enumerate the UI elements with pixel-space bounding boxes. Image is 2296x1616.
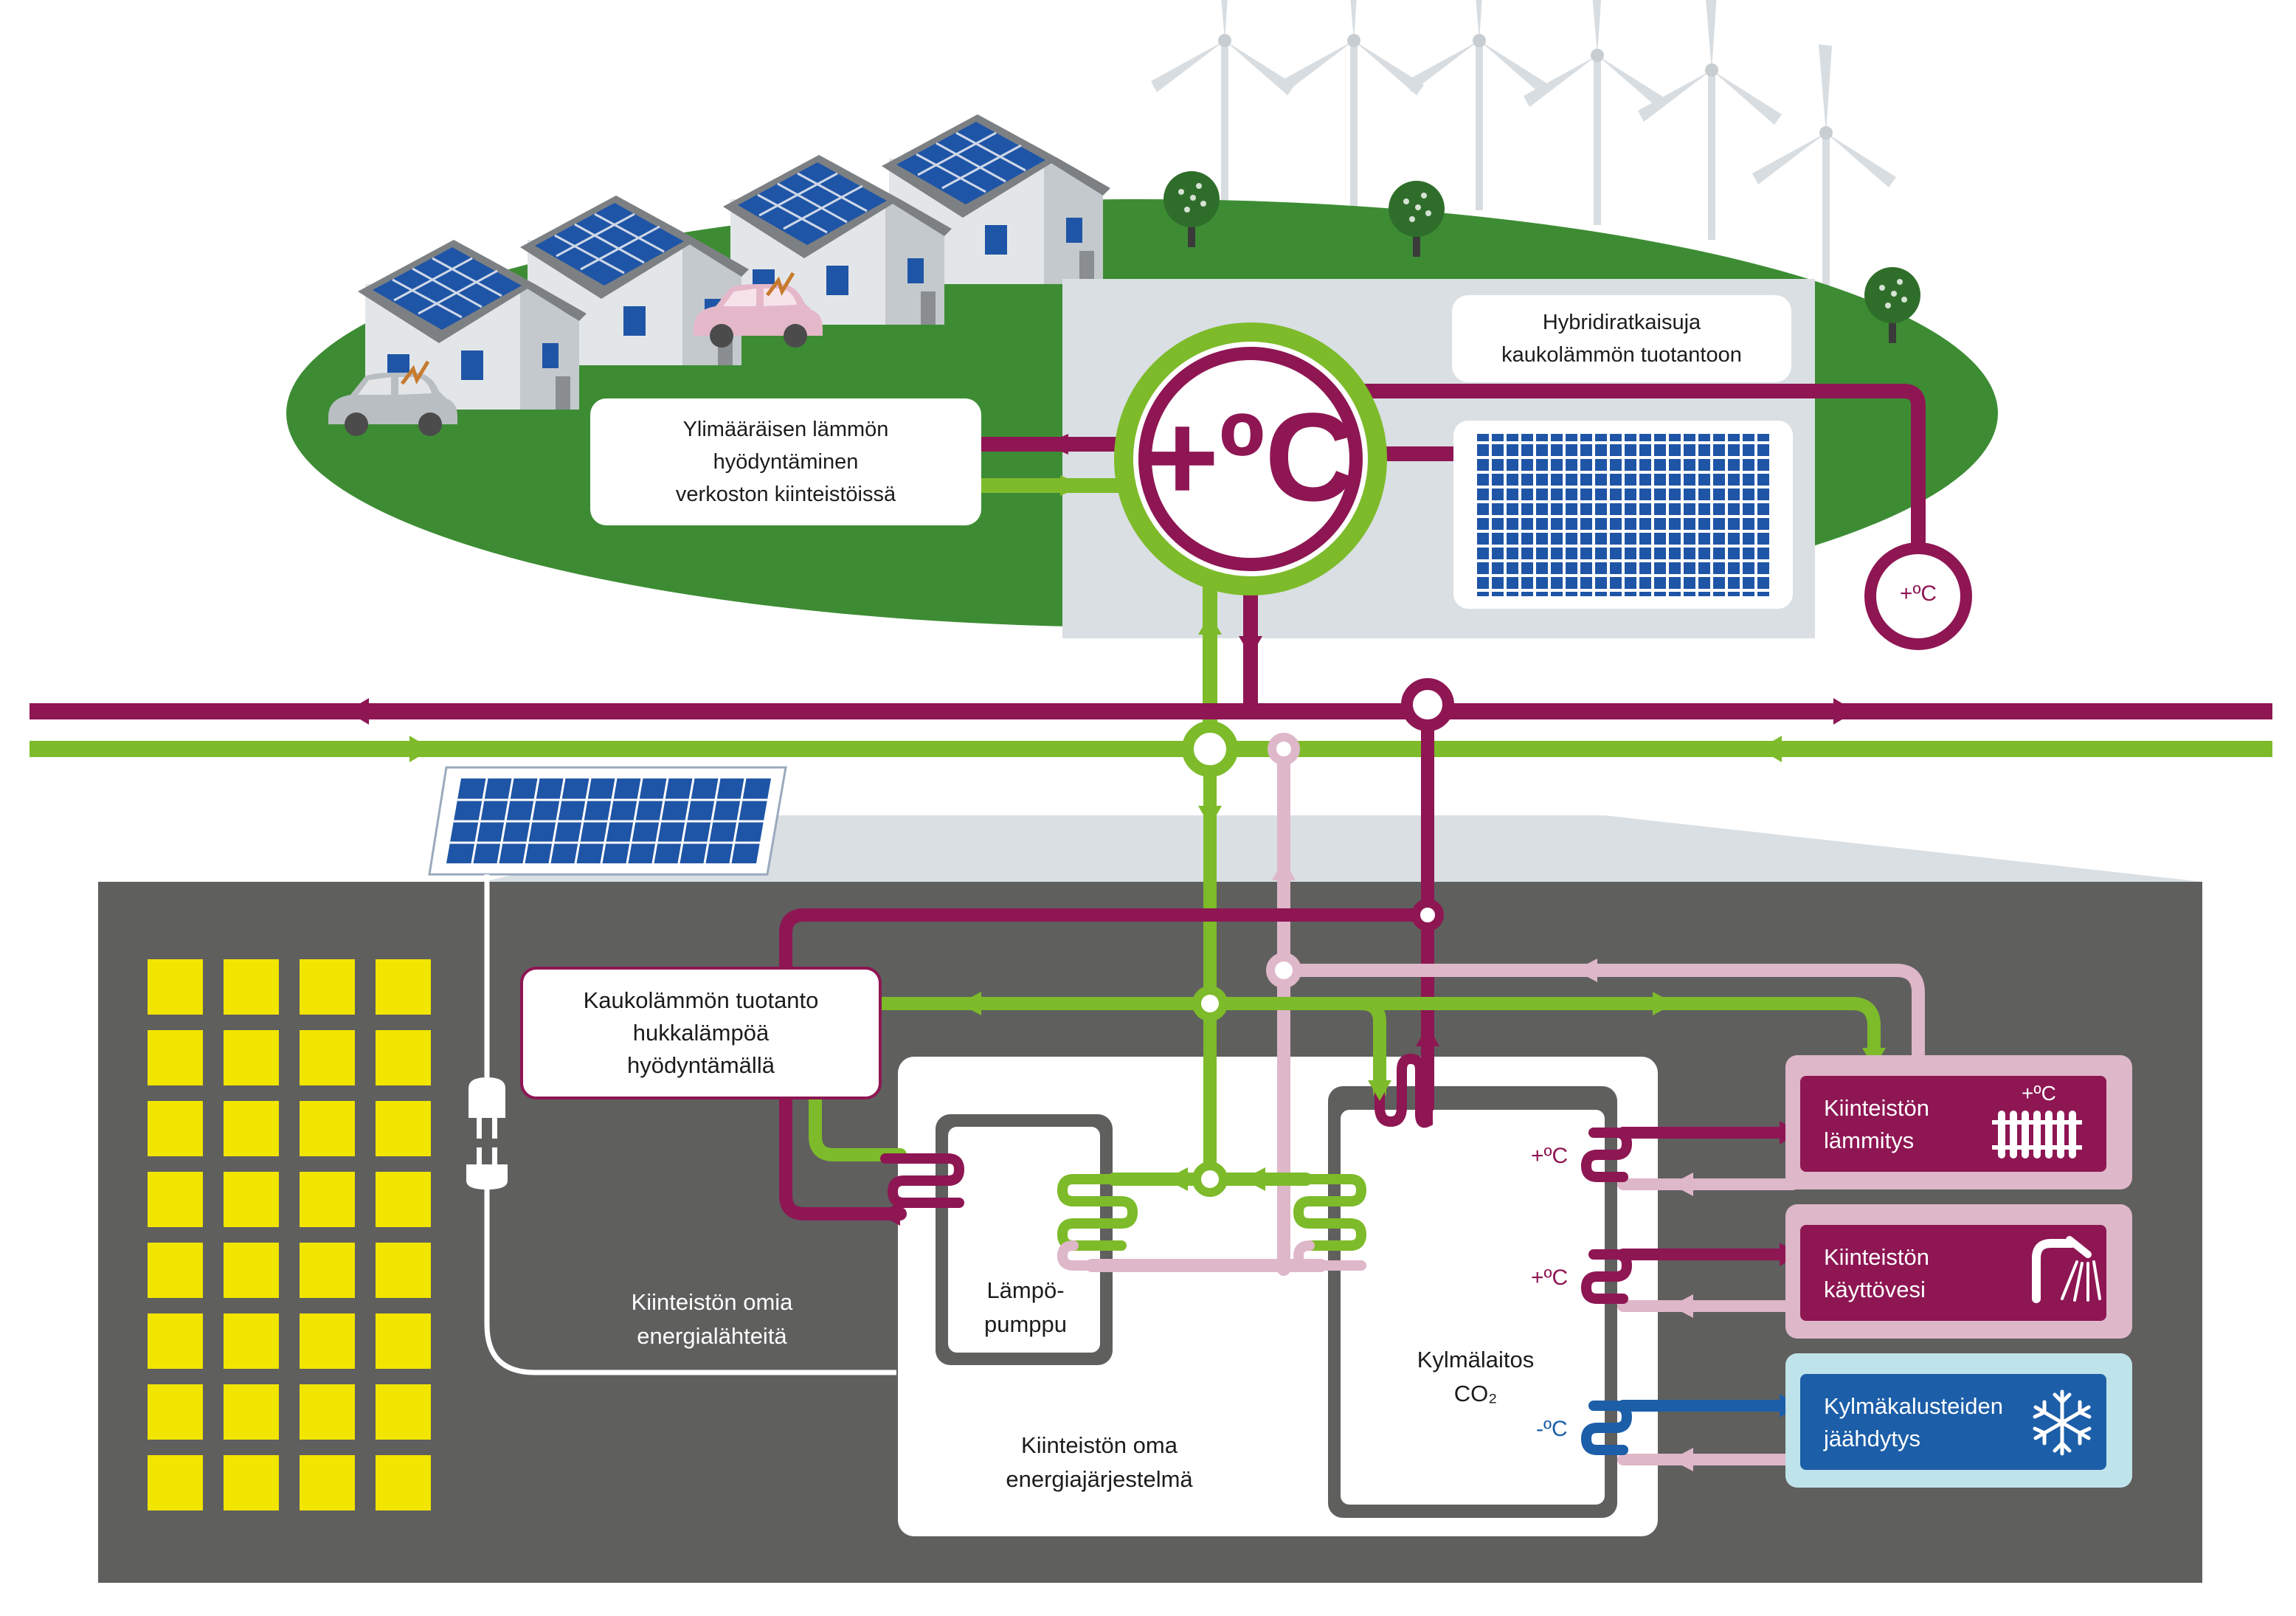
radiator-icon	[1992, 1111, 2082, 1159]
water-temp-label: +ºC	[1531, 1265, 1569, 1290]
refrigeration-label: Kylmälaitos CO₂	[1387, 1343, 1564, 1411]
snowflake-icon	[2033, 1389, 2092, 1456]
hot-water-line-1: Kiinteistön	[1824, 1244, 1930, 1270]
own-energy-system-label: Kiinteistön oma energiajärjestelmä	[952, 1429, 1247, 1496]
cooling-line-1: Kylmäkalusteiden	[1824, 1393, 2003, 1419]
own-sources-line-1: Kiinteistön omia	[631, 1289, 793, 1315]
heat-production-circle	[1114, 322, 1387, 595]
excess-heat-label: Ylimääräisen lämmön hyödyntäminen verkos…	[590, 398, 981, 525]
cooling-line-2: jäähdytys	[1824, 1426, 1920, 1451]
wind-turbine-icon	[1638, 0, 1782, 240]
flow-arrows	[878, 806, 1886, 1471]
cooling-temp-label: -ºC	[1536, 1417, 1568, 1441]
shower-icon	[2032, 1236, 2101, 1303]
hybrid-line-1: Hybridiratkaisuja	[1542, 311, 1701, 334]
heating-temp-label: +ºC	[1531, 1144, 1569, 1168]
wind-turbine-icon	[1405, 0, 1549, 210]
heating-service-label: Kiinteistön lämmitys	[1824, 1092, 1929, 1157]
service-cooling	[1785, 1353, 2132, 1488]
district-heating-grid	[30, 698, 2272, 762]
cars	[328, 272, 823, 436]
small-temp-circle	[1864, 542, 1972, 650]
wind-turbine-icon	[1280, 0, 1424, 210]
own-sources-line-2: energialähteitä	[637, 1323, 787, 1349]
refrigeration-line-2: CO₂	[1453, 1381, 1498, 1406]
power-cable	[484, 874, 896, 1375]
hybrid-solutions-label: Hybridiratkaisuja kaukolämmön tuotantoon	[1452, 295, 1791, 382]
wind-turbine-icon	[1752, 44, 1896, 303]
production-line-1: Kaukolämmön tuotanto	[583, 987, 819, 1013]
hot-water-service-label: Kiinteistön käyttövesi	[1824, 1241, 1929, 1306]
excess-heat-line-1: Ylimääräisen lämmön	[682, 418, 889, 441]
small-temp-label: +ºC	[1899, 581, 1937, 606]
hybrid-line-2: kaukolämmön tuotantoon	[1501, 343, 1742, 367]
refrigeration-line-1: Kylmälaitos	[1417, 1347, 1535, 1372]
production-line-2: hukkalämpöä	[632, 1020, 770, 1046]
own-energy-sources-label: Kiinteistön omia energialähteitä	[583, 1285, 841, 1353]
pipe-junctions	[1182, 678, 1454, 1197]
production-line-3: hyödyntämällä	[627, 1052, 775, 1078]
hot-water-line-2: käyttövesi	[1824, 1277, 1926, 1302]
heating-line-1: Kiinteistön	[1824, 1095, 1930, 1121]
heat-pump-line-2: pumppu	[983, 1311, 1068, 1337]
service-heating	[1785, 1055, 2132, 1189]
service-hot-water	[1785, 1204, 2132, 1339]
heat-pump-label: Lämpö- pumppu	[952, 1274, 1099, 1342]
heat-pump-line-1: Lämpö-	[986, 1277, 1065, 1303]
power-plug-icon	[466, 1077, 508, 1189]
excess-heat-line-2: hyödyntäminen	[713, 450, 859, 474]
big-temp-label: +ºC	[1145, 387, 1356, 528]
cooling-service-label: Kylmäkalusteiden jäähdytys	[1824, 1390, 2003, 1455]
heat-exchanger-coils	[880, 1053, 1633, 1455]
roof-solar-panel-icon	[428, 766, 787, 876]
building-roof	[483, 815, 2202, 882]
own-system-line-1: Kiinteistön oma	[1021, 1432, 1178, 1458]
solar-facade-cells	[148, 959, 431, 1510]
own-system-line-2: energiajärjestelmä	[1006, 1466, 1193, 1492]
waste-heat-production-label: Kaukolämmön tuotanto hukkalämpöä hyödynt…	[520, 967, 882, 1099]
heating-line-2: lämmitys	[1824, 1128, 1915, 1153]
excess-heat-line-3: verkoston kiinteistöissä	[675, 483, 896, 506]
radiator-temp-label: +ºC	[2022, 1082, 2056, 1105]
